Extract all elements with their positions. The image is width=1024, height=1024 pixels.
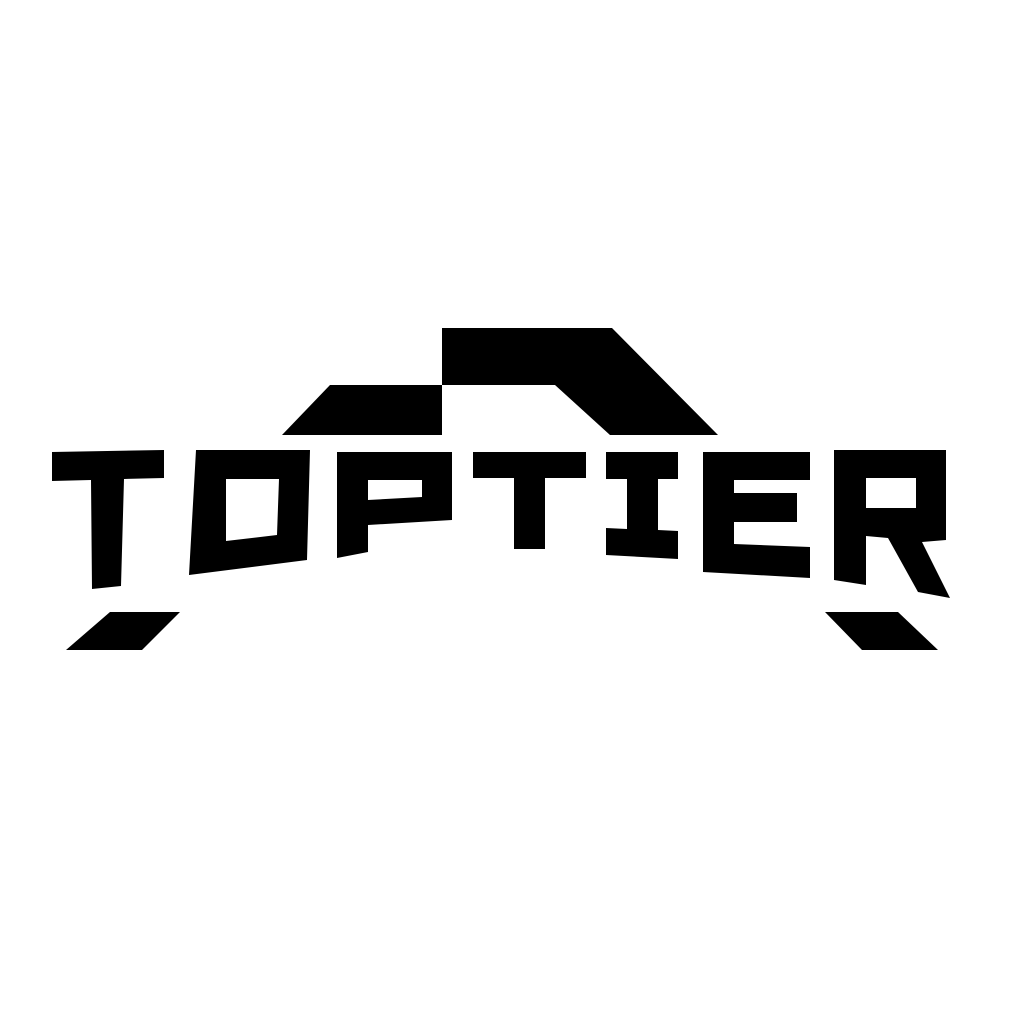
letter-i — [606, 452, 678, 559]
arch-top-right-band — [442, 328, 718, 435]
letter-e — [703, 452, 810, 578]
arch-top-left-square — [282, 385, 442, 435]
arch-bottom-right-band — [825, 612, 938, 650]
arch-bottom-left-band — [66, 612, 180, 650]
letter-t2 — [473, 452, 586, 549]
letter-o — [189, 450, 310, 575]
letter-p — [337, 452, 452, 558]
checkered-arch — [66, 328, 938, 650]
wordmark — [52, 450, 950, 598]
letter-r — [834, 450, 950, 598]
letter-t1 — [52, 450, 164, 589]
